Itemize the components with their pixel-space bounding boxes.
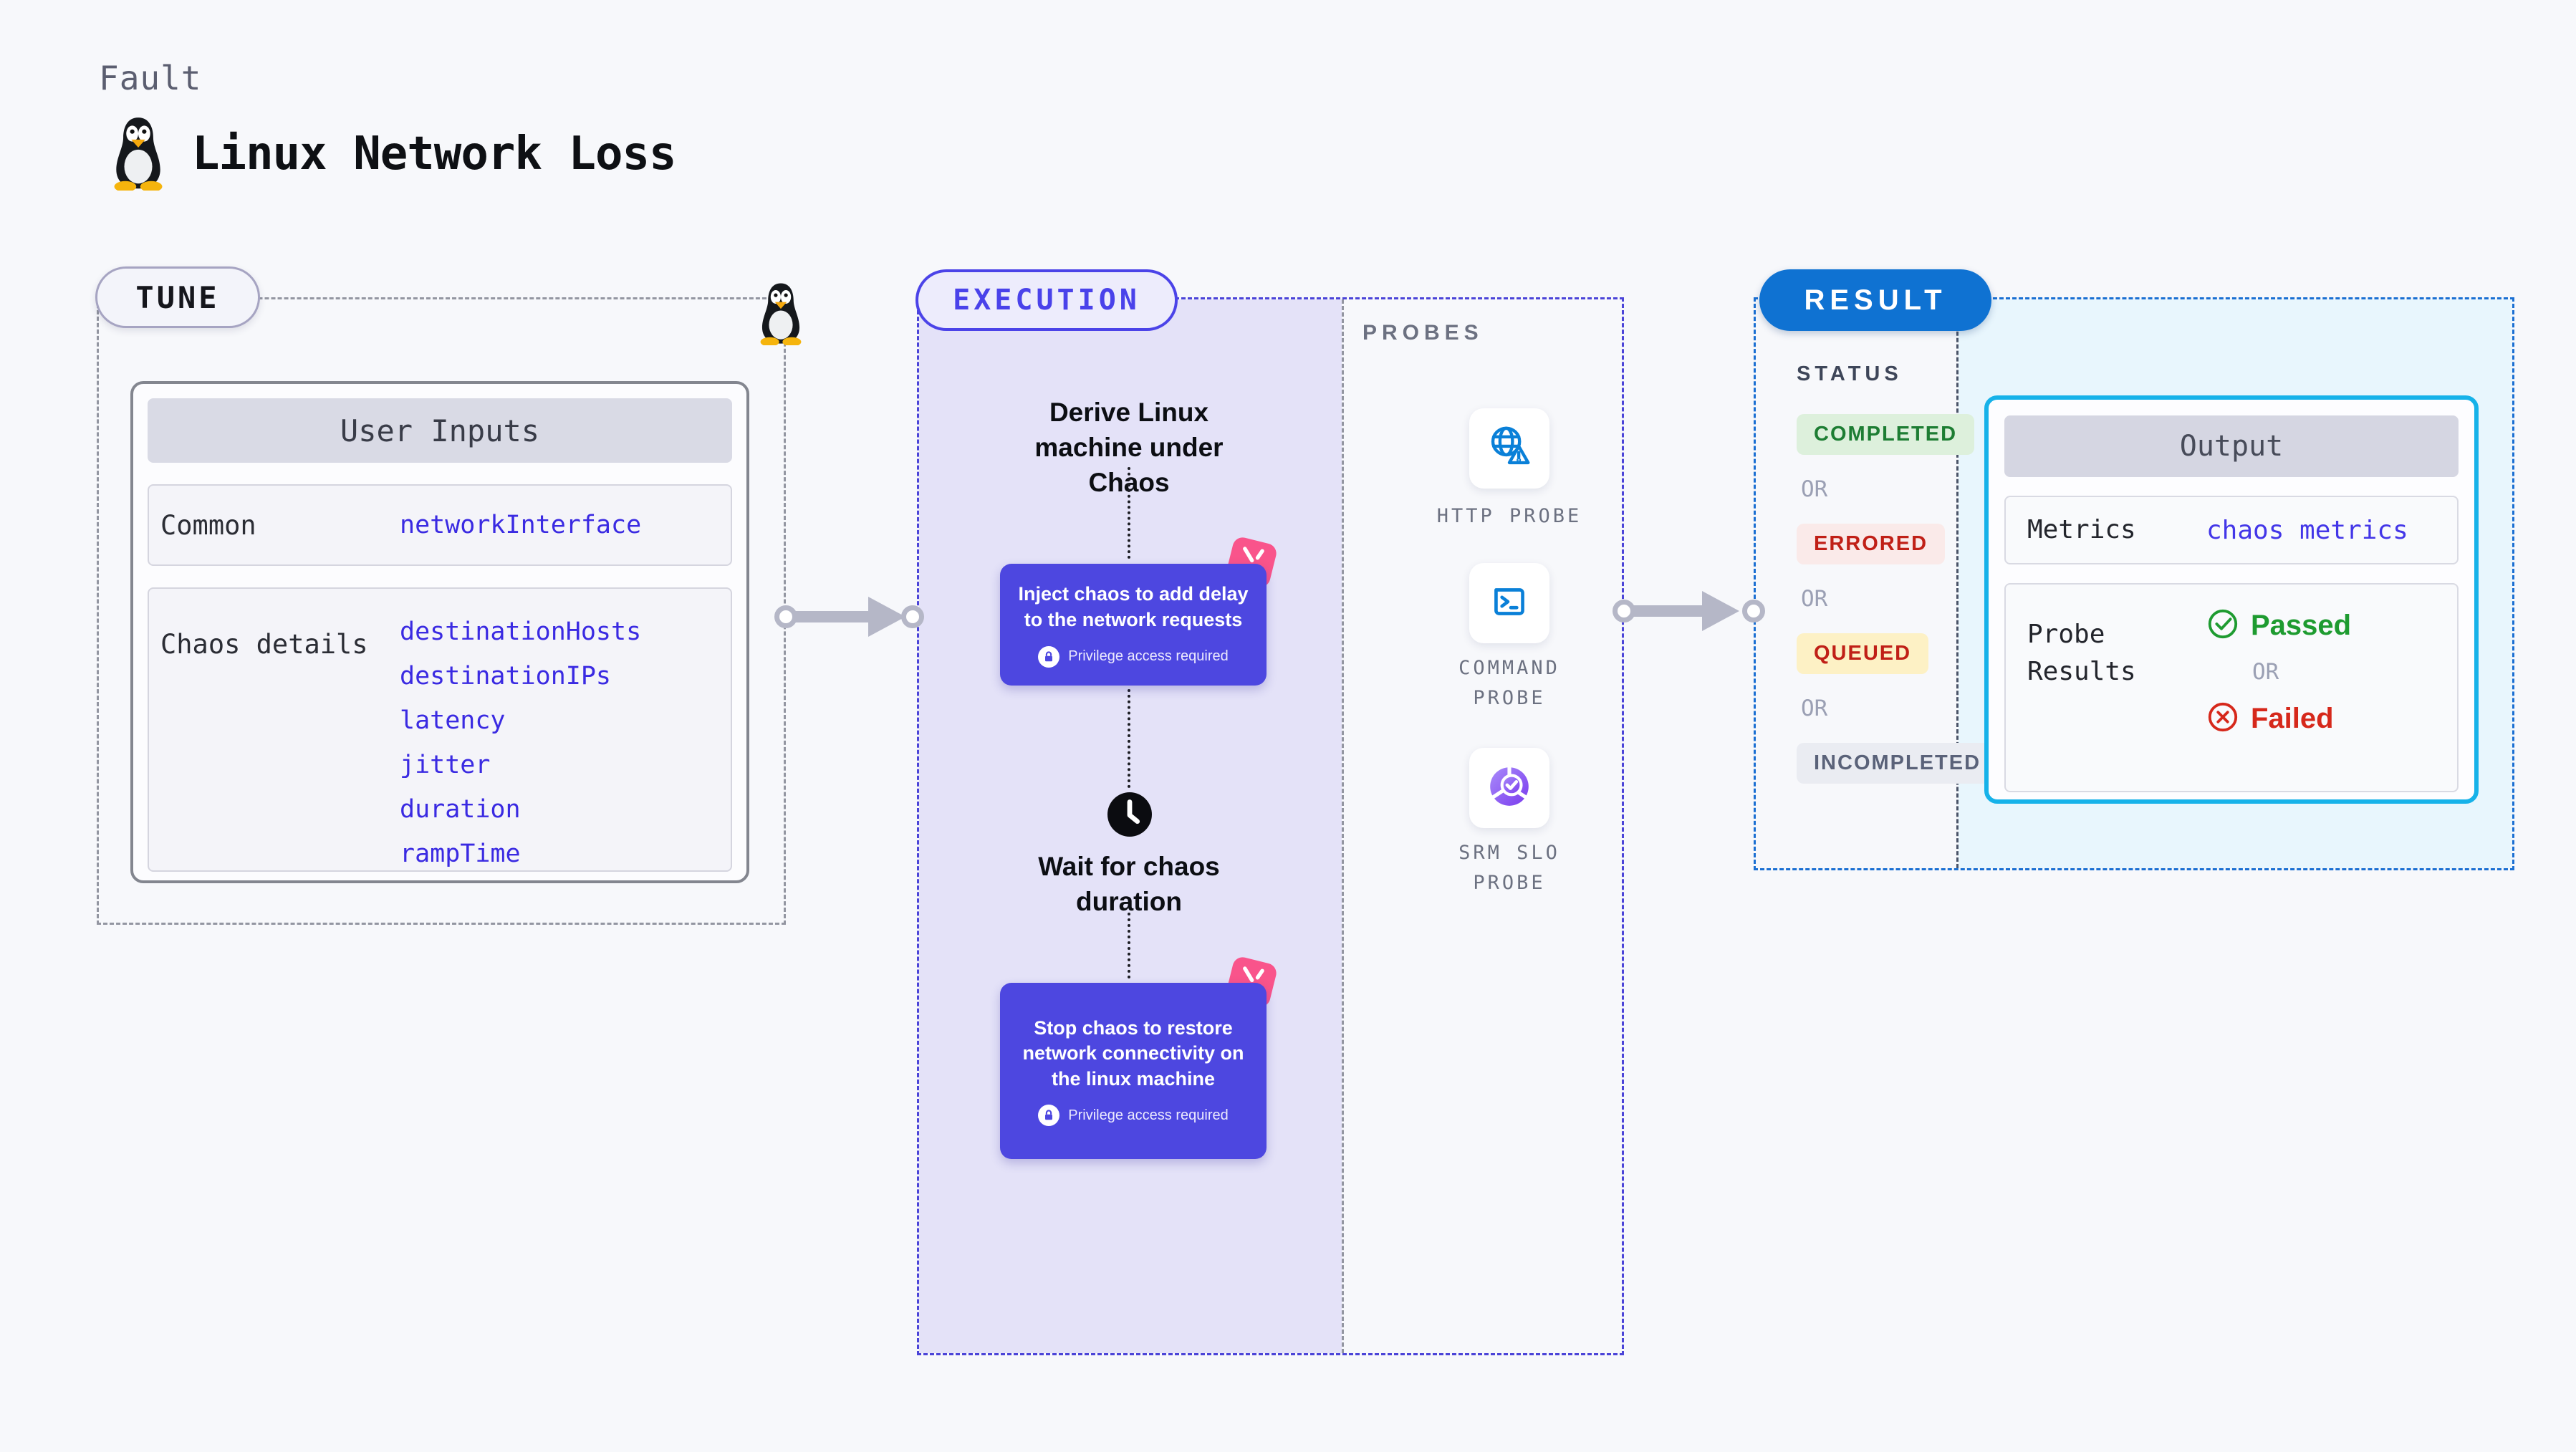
row-label: Common (160, 509, 256, 541)
or-label: OR (1801, 476, 1828, 502)
status-queued: QUEUED (1797, 633, 1929, 674)
linux-penguin-icon (106, 115, 170, 193)
passed-row: Passed (2206, 607, 2351, 643)
user-inputs-row-chaos-details: Chaos details destinationHosts destinati… (148, 587, 732, 872)
output-title: Output (2004, 415, 2459, 477)
clock-icon (1107, 792, 1152, 837)
http-probe-label: HTTP PROBE (1436, 505, 1582, 527)
tune-penguin-icon (754, 281, 808, 347)
param-latency: latency (400, 706, 506, 735)
status-incompleted: INCOMPLETED (1797, 743, 1999, 784)
connector-ring (1742, 600, 1765, 622)
flow-dotted-connector (1128, 689, 1130, 788)
srm-slo-probe-card (1469, 748, 1549, 828)
inject-chaos-label: Inject chaos to add delay to the network… (1018, 583, 1249, 630)
flow-dotted-connector (1128, 913, 1130, 979)
globe-alert-icon (1484, 422, 1534, 475)
connector-ring (774, 605, 797, 628)
execution-badge: EXECUTION (915, 269, 1178, 331)
row-label: Chaos details (160, 629, 368, 660)
or-label: OR (1801, 696, 1828, 721)
param-duration: duration (400, 795, 521, 824)
check-circle-icon (2206, 607, 2239, 643)
privilege-row: Privilege access required (1038, 1105, 1229, 1127)
metrics-value: chaos metrics (2206, 515, 2408, 545)
status-list: COMPLETED OR ERRORED OR QUEUED OR INCOMP… (1797, 414, 1999, 784)
command-probe-label: COMMAND PROBE (1458, 657, 1560, 709)
metrics-label: Metrics (2027, 514, 2136, 544)
probes-title: PROBES (1363, 321, 1484, 345)
title-row: Linux Network Loss (106, 115, 677, 193)
step-stop-chaos: Stop chaos to restore network connectivi… (1000, 983, 1267, 1159)
or-label: OR (2252, 659, 2279, 685)
flow-dotted-connector (1128, 467, 1130, 559)
result-divider (1956, 299, 1959, 868)
param-networkInterface: networkInterface (400, 511, 642, 539)
connector-arrowhead (1702, 591, 1739, 631)
command-probe-card (1469, 563, 1549, 643)
probe-results-row: Probe Results Passed OR (2004, 583, 2459, 792)
connector-line (795, 611, 868, 622)
connector-arrowhead (868, 597, 905, 637)
x-circle-icon (2206, 701, 2239, 736)
metrics-row: Metrics chaos metrics (2004, 496, 2459, 564)
srm-slo-probe-label: SRM SLO PROBE (1458, 842, 1560, 894)
page-title: Linux Network Loss (192, 128, 677, 181)
terminal-icon (1486, 578, 1533, 628)
or-label: OR (1801, 586, 1828, 612)
fault-eyebrow: Fault (99, 59, 202, 97)
result-badge: RESULT (1759, 269, 1991, 331)
result-container (1754, 297, 2514, 870)
privilege-note: Privilege access required (1068, 1107, 1229, 1123)
stop-chaos-label: Stop chaos to restore network connectivi… (1022, 1016, 1244, 1090)
output-card: Output Metrics chaos metrics Probe Resul… (1984, 395, 2479, 804)
probe-results-label: Probe Results (2027, 620, 2136, 687)
user-inputs-row-common: Common networkInterface (148, 484, 732, 566)
passed-label: Passed (2251, 609, 2352, 641)
connector-ring (901, 605, 924, 628)
lock-icon (1038, 1105, 1060, 1127)
status-title: STATUS (1797, 362, 1903, 385)
failed-label: Failed (2251, 702, 2334, 734)
tune-badge: TUNE (95, 266, 260, 328)
lock-icon (1038, 645, 1060, 668)
step-wait-duration: Wait for chaos duration (1038, 852, 1220, 916)
pie-check-icon (1486, 763, 1533, 813)
user-inputs-title: User Inputs (148, 398, 732, 463)
probes-divider (1342, 299, 1344, 1353)
param-jitter: jitter (400, 751, 491, 779)
privilege-note: Privilege access required (1068, 648, 1229, 665)
param-rampTime: rampTime (400, 840, 521, 868)
user-inputs-card: User Inputs Common networkInterface Chao… (130, 381, 749, 883)
status-errored: ERRORED (1797, 524, 1946, 564)
connector-ring (1613, 600, 1635, 622)
http-probe-card (1469, 408, 1549, 489)
execution-container (917, 297, 1624, 1355)
connector-line (1633, 605, 1702, 617)
privilege-row: Privilege access required (1038, 645, 1229, 668)
step-inject-chaos: Inject chaos to add delay to the network… (1000, 564, 1267, 686)
failed-row: Failed (2206, 701, 2351, 736)
status-completed: COMPLETED (1797, 414, 1975, 455)
param-destinationIPs: destinationIPs (400, 662, 612, 691)
param-destinationHosts: destinationHosts (400, 617, 642, 646)
